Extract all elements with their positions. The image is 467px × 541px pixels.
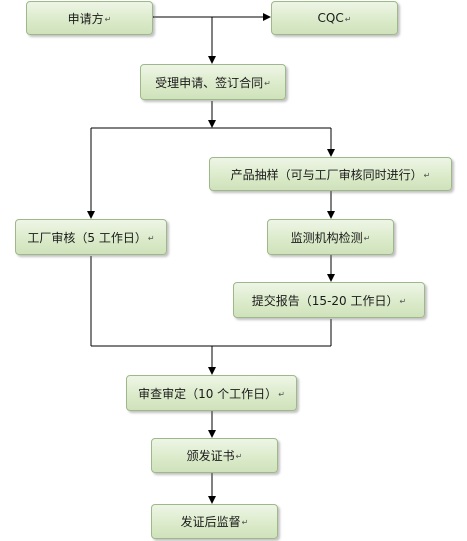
node-cqc: CQC↵ (271, 1, 398, 35)
paragraph-mark: ↵ (241, 518, 249, 527)
paragraph-mark: ↵ (264, 78, 271, 88)
paragraph-mark: ↵ (235, 452, 243, 461)
node-post-certification-supervision: 发证后监督↵ (151, 504, 278, 539)
paragraph-mark: ↵ (363, 233, 371, 243)
node-applicant-label: 申请方 (67, 11, 104, 26)
paragraph-mark: ↵ (278, 389, 285, 399)
node-factory-audit-label: 工厂审核（5 工作日） (27, 230, 147, 245)
node-applicant: 申请方↵ (26, 1, 153, 35)
node-product-sampling: 产品抽样（可与工厂审核同时进行）↵ (209, 157, 452, 191)
node-accept-application: 受理申请、签订合同↵ (140, 64, 286, 100)
node-issue-certificate: 颁发证书↵ (151, 438, 278, 473)
node-lab-testing-label: 监测机构检测 (290, 230, 363, 245)
node-submit-report-label: 提交报告（15-20 工作日） (251, 293, 399, 308)
node-factory-audit: 工厂审核（5 工作日）↵ (15, 219, 167, 255)
node-cqc-label: CQC (317, 11, 344, 25)
node-review: 审查审定（10 个工作日）↵ (126, 375, 297, 411)
node-review-label: 审查审定（10 个工作日） (138, 386, 278, 401)
node-issue-certificate-label: 颁发证书 (186, 449, 235, 463)
paragraph-mark: ↵ (423, 170, 431, 180)
paragraph-mark: ↵ (399, 296, 407, 306)
paragraph-mark: ↵ (104, 14, 112, 24)
node-submit-report: 提交报告（15-20 工作日）↵ (233, 282, 425, 318)
node-post-certification-supervision-label: 发证后监督 (180, 515, 241, 529)
paragraph-mark: ↵ (344, 14, 352, 24)
node-product-sampling-label: 产品抽样（可与工厂审核同时进行） (230, 167, 423, 182)
node-accept-application-label: 受理申请、签订合同 (155, 75, 264, 90)
paragraph-mark: ↵ (147, 233, 155, 243)
node-lab-testing: 监测机构检测↵ (267, 219, 394, 255)
